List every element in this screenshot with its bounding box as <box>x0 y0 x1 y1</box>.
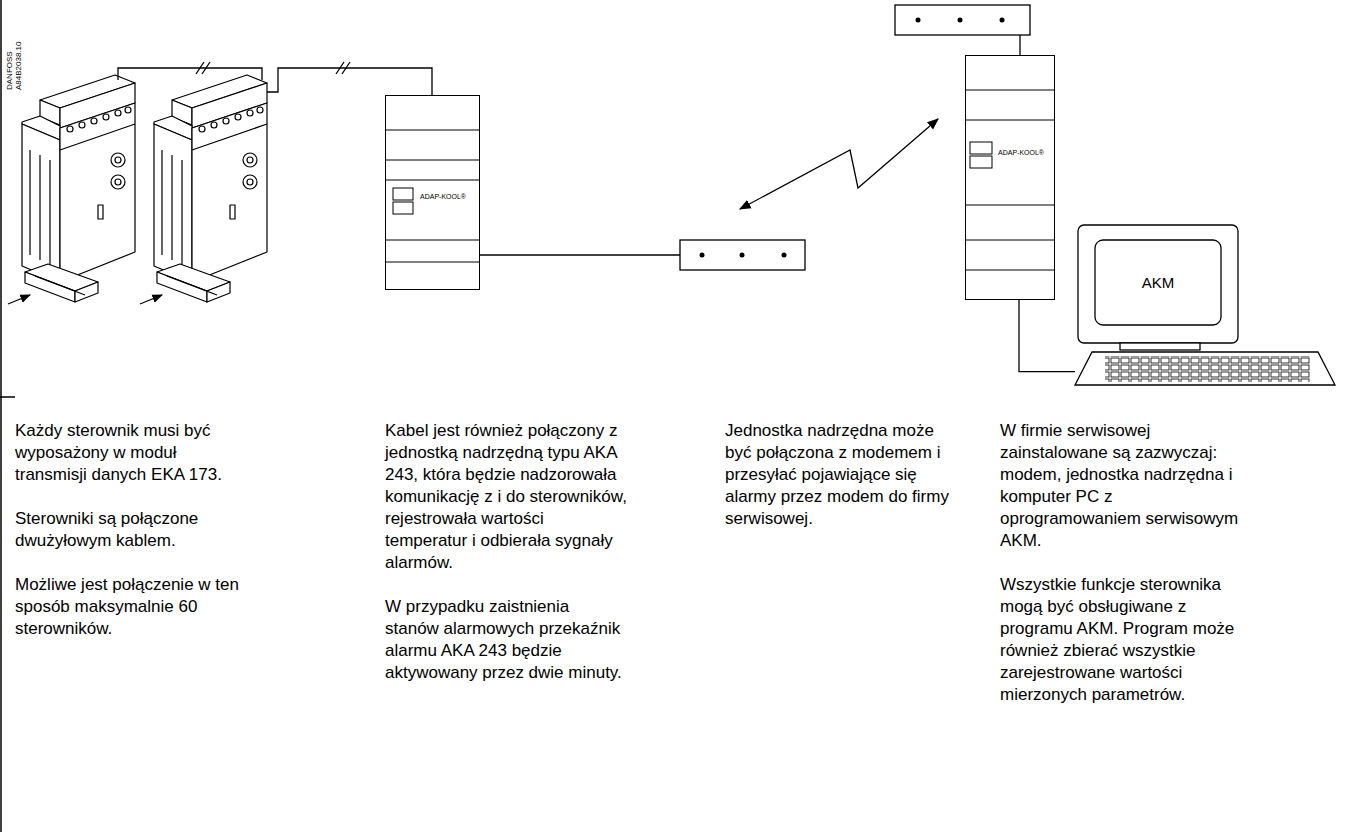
description-paragraph: Jednostka nadrzędna może być połączona z… <box>725 420 963 530</box>
modem-symbol <box>895 5 1030 35</box>
cable-break-mark <box>196 62 210 74</box>
description-paragraph: Każdy sterownik musi być wyposażony w mo… <box>15 420 250 486</box>
modem-wire <box>480 254 680 255</box>
cable-break-mark <box>336 62 350 74</box>
screen-label: AKM <box>1095 240 1221 325</box>
controller-illustration <box>140 75 267 304</box>
text-column: Każdy sterownik musi być wyposażony w mo… <box>15 420 250 640</box>
master-unit-panel <box>965 90 1055 270</box>
description-paragraph: W firmie serwisowej zainstalowane są zaz… <box>1000 420 1248 552</box>
modem-wire <box>1019 35 1020 55</box>
master-unit: ADAP-KOOL® <box>385 95 480 290</box>
radio-link-arrow <box>740 119 938 209</box>
drawing-number: DANFOSS A84B2038.10 <box>5 34 23 90</box>
frame-line <box>0 0 2 832</box>
text-column: Kabel jest również połączony z jednostką… <box>385 420 627 684</box>
brand-label: ADAP-KOOL® <box>998 148 1044 157</box>
description-paragraph: Wszystkie funkcje sterownika mogą być ob… <box>1000 574 1248 706</box>
text-column: W firmie serwisowej zainstalowane są zaz… <box>1000 420 1248 706</box>
description-paragraph: Kabel jest również połączony z jednostką… <box>385 420 627 574</box>
brand-label: ADAP-KOOL® <box>420 192 466 201</box>
description-paragraph: Możliwe jest połączenie w ten sposób mak… <box>15 574 250 640</box>
pc-computer: AKM <box>1075 225 1335 388</box>
modem-symbol <box>680 240 805 270</box>
master-unit-panel <box>385 130 480 262</box>
text-column: Jednostka nadrzędna może być połączona z… <box>725 420 963 530</box>
description-paragraph: Sterowniki są połączone dwużyłowym kable… <box>15 508 250 552</box>
description-paragraph: W przypadku zaistnienia stanów alarmowyc… <box>385 596 627 684</box>
pc-illustration <box>1075 225 1335 385</box>
frame-line <box>0 396 15 398</box>
cable-wire <box>267 68 432 95</box>
connection-wire <box>1019 300 1075 372</box>
controller-illustration <box>8 75 135 304</box>
cable-wire <box>118 68 262 80</box>
master-unit: ADAP-KOOL® <box>965 55 1055 300</box>
